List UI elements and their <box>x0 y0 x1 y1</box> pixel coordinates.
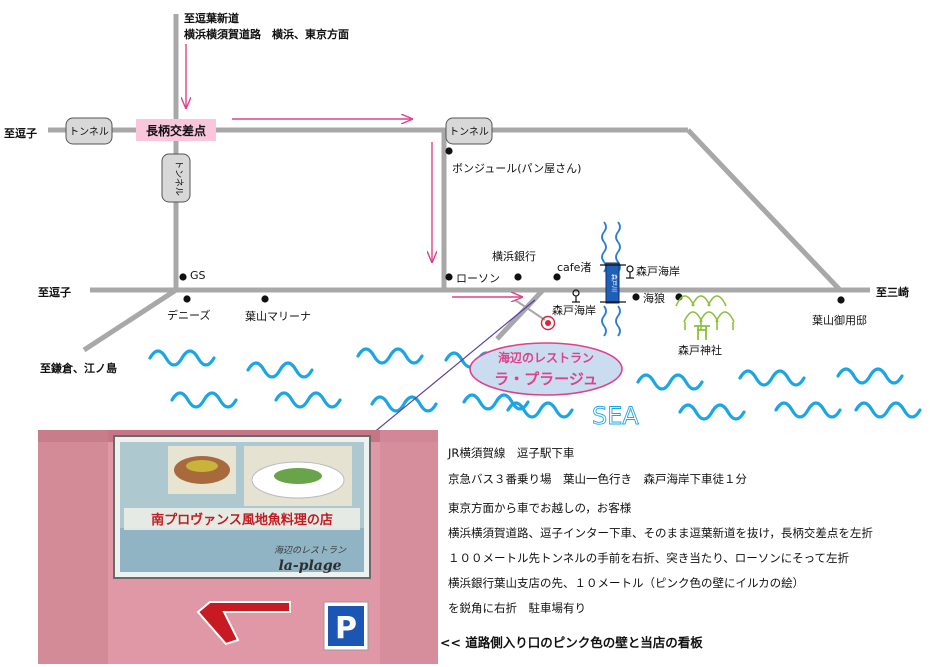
sea-wave-mark <box>636 373 704 391</box>
info-line-1: JR横須賀線 逗子駅下車 <box>448 446 575 460</box>
morito-shrine: 森戸神社 <box>675 295 735 357</box>
info-line-4: 横浜横須賀道路、逗子インター下車、そのまま逗葉新道を抜け，長柄交差点を左折 <box>448 526 873 540</box>
sea-wave-mark <box>274 391 342 409</box>
road-upper-right-diagonal <box>686 128 842 292</box>
landmarks: ボンジュール(パン屋さん) 横浜銀行 ローソン cafe渚 GS デニーズ 葉山… <box>167 147 867 331</box>
sea-wave-mark <box>246 361 314 379</box>
info-line-2: 京急バス３番乗り場 葉山一色行き 森戸海岸下車徒１分 <box>448 472 747 486</box>
painted-arrow-icon <box>196 601 291 646</box>
sea-wave-mark <box>854 401 922 419</box>
sea-wave-mark <box>836 367 904 385</box>
landmark-marina: 葉山マリーナ <box>245 309 311 323</box>
direction-top-line2: 横浜横須賀道路 横浜、東京方面 <box>184 27 349 41</box>
restaurant-line2: ラ・プラージュ <box>494 370 598 388</box>
sea-wave-mark <box>738 369 806 387</box>
restaurant-marker-icon <box>540 315 556 331</box>
bus-stop-right-icon <box>626 265 634 279</box>
road-restaurant-branch <box>495 288 545 341</box>
landmark-bonjour: ボンジュール(パン屋さん) <box>452 162 581 175</box>
sea-wave-mark <box>506 401 574 419</box>
road-kamakura-diagonal <box>82 287 178 353</box>
landmark-gs: GS <box>190 269 206 282</box>
sign-sub-text: 海辺のレストラン <box>274 545 347 556</box>
landmark-morito-kaigan-left: 森戸海岸 <box>552 303 596 317</box>
landmark-lawson: ローソン <box>456 272 500 285</box>
restaurant-line1: 海辺のレストラン <box>498 350 594 365</box>
sea-wave-mark <box>148 349 216 367</box>
info-line-6: 横浜銀行葉山支店の先、１０メートル（ピンク色の壁にイルカの絵） <box>448 576 805 590</box>
sea-wave-mark <box>774 401 842 419</box>
direction-kamakura: 至鎌倉、江ノ島 <box>40 361 117 375</box>
landmark-goyotei: 葉山御用邸 <box>812 313 867 327</box>
sea-label: SEA <box>592 402 639 430</box>
sign-brand-text: la-plage <box>278 558 341 574</box>
parking-letter: P <box>335 611 357 646</box>
road-restaurant-spur <box>514 299 546 321</box>
shrine-trees-icon <box>675 295 735 330</box>
parking-sign: P <box>323 601 369 651</box>
pointer-line <box>354 299 536 449</box>
landmark-morito-kaigan-right: 森戸海岸 <box>636 264 680 278</box>
svg-text:トンネル: トンネル <box>173 160 184 196</box>
morito-river: 森戸川 <box>600 221 626 337</box>
sign-main-text: 南プロヴァンス風地魚料理の店 <box>151 512 333 528</box>
tunnel-vertical: トンネル <box>161 153 191 203</box>
torii-icon <box>694 325 710 340</box>
landmark-cafe: cafe渚 <box>557 261 591 274</box>
sea-wave-mark <box>356 347 424 365</box>
info-line-5: １００メートル先トンネルの手前を右折、突き当たり、ローソンにそって左折 <box>448 551 850 565</box>
svg-text:トンネル: トンネル <box>449 126 489 138</box>
landmark-haroh: 海狼 <box>643 291 665 305</box>
nagae-intersection: 長柄交差点 <box>136 119 216 141</box>
direction-zushi-mid: 至逗子 <box>38 285 71 299</box>
restaurant-signboard: 南プロヴァンス風地魚料理の店 海辺のレストラン la-plage <box>113 435 371 579</box>
direction-zushi-top: 至逗子 <box>4 126 37 140</box>
info-line-7: を鋭角に右折 駐車場有り <box>448 601 586 615</box>
route-arrows <box>186 44 522 297</box>
svg-text:長柄交差点: 長柄交差点 <box>146 123 206 138</box>
tunnel-right: トンネル <box>445 117 493 145</box>
info-line-3: 東京方面から車でお越しの，お客様 <box>448 501 632 515</box>
restaurant-bubble: 海辺のレストラン ラ・プラージュ <box>469 342 623 396</box>
direction-misaki: 至三崎 <box>876 285 909 299</box>
direction-top-line1: 至逗葉新道 <box>184 11 239 25</box>
svg-text:トンネル: トンネル <box>69 126 109 138</box>
sea-wave-mark <box>462 393 530 411</box>
tunnel-left: トンネル <box>65 117 113 145</box>
landmark-shrine: 森戸神社 <box>678 343 722 357</box>
landmark-dennys: デニーズ <box>167 308 210 322</box>
entrance-photo: 南プロヴァンス風地魚料理の店 海辺のレストラン la-plage P <box>38 430 438 664</box>
bus-stop-left-icon <box>572 289 580 303</box>
sea-wave-mark <box>678 403 746 421</box>
bridge-label: 森戸川 <box>610 274 618 292</box>
photo-caption: << 道路側入り口のピンク色の壁と当店の看板 <box>440 635 703 650</box>
sea-wave-mark <box>370 395 438 413</box>
sea-wave-mark <box>170 391 238 409</box>
landmark-yokohama-bank: 横浜銀行 <box>492 249 536 263</box>
